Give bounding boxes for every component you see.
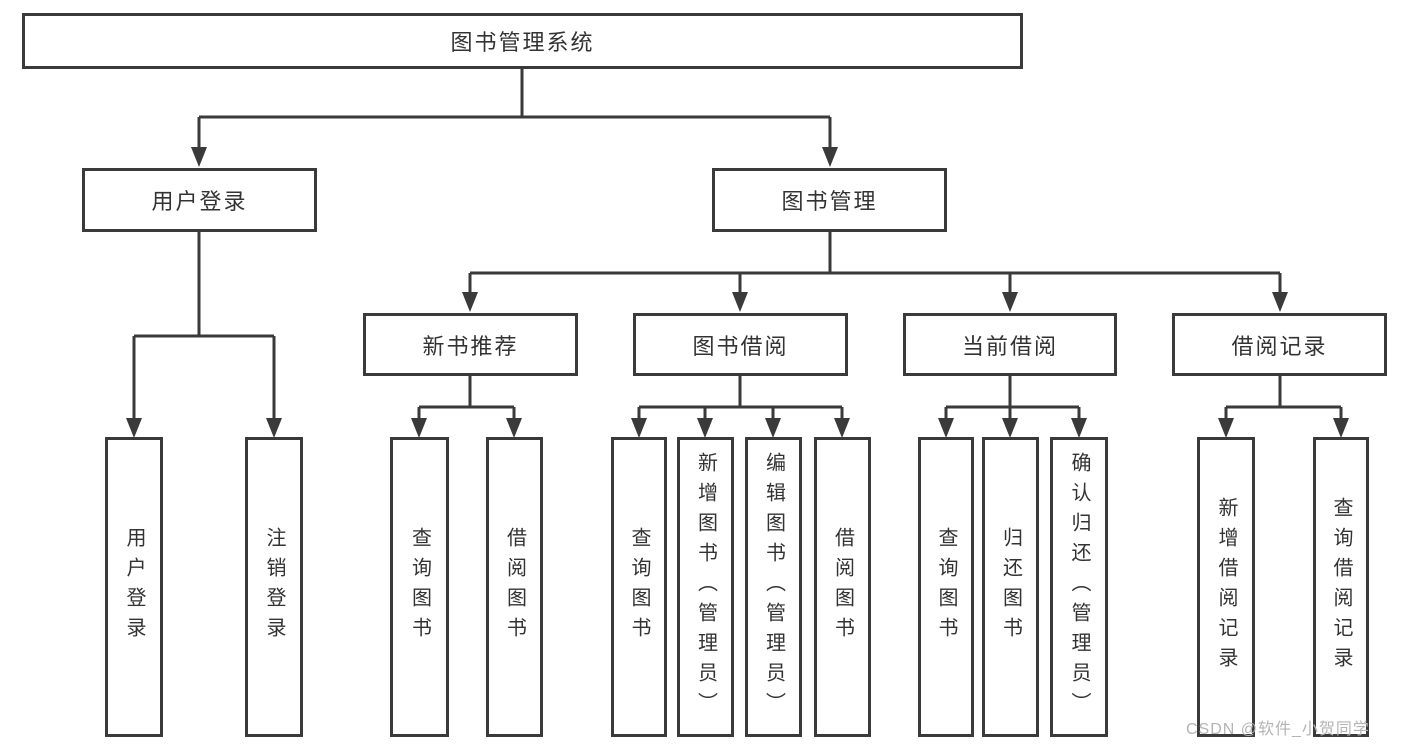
leaf-borrow-query-books: 查询图书 (611, 437, 667, 737)
leaf-add-book-admin: 新增图书（管理员） (677, 437, 734, 737)
node-user-login: 用户登录 (82, 168, 317, 232)
leaf-confirm-return-admin: 确认归还（管理员） (1050, 437, 1108, 737)
connector-borrow-record-children (1218, 376, 1349, 438)
connector-book-borrow-children (631, 376, 850, 438)
leaf-borrow-books: 借阅图书 (814, 437, 871, 737)
leaf-add-borrow-record: 新增借阅记录 (1197, 437, 1255, 737)
node-book-management: 图书管理 (712, 168, 947, 232)
leaf-logout: 注销登录 (245, 437, 303, 737)
leaf-new-book-borrow-books: 借阅图书 (486, 437, 543, 737)
node-library-system: 图书管理系统 (22, 13, 1023, 69)
leaf-edit-book-admin: 编辑图书（管理员） (745, 437, 802, 737)
leaf-new-book-query-books: 查询图书 (390, 437, 449, 737)
node-borrow-record: 借阅记录 (1172, 313, 1387, 376)
connector-current-borrow-children (938, 376, 1087, 438)
connector-user-login-children (126, 232, 282, 438)
node-book-borrow: 图书借阅 (633, 313, 848, 376)
connector-new-book-children (411, 376, 522, 438)
leaf-query-borrow-record: 查询借阅记录 (1313, 437, 1369, 737)
leaf-user-login: 用户登录 (105, 437, 163, 737)
node-new-book-recommend: 新书推荐 (363, 313, 578, 376)
watermark: CSDN @软件_小贺同学 (1186, 721, 1370, 738)
leaf-current-query-books: 查询图书 (918, 437, 974, 737)
connector-book-management-children (462, 232, 1288, 312)
leaf-return-books: 归还图书 (982, 437, 1039, 737)
connector-root-to-level2 (191, 69, 838, 167)
node-current-borrow: 当前借阅 (903, 313, 1117, 376)
